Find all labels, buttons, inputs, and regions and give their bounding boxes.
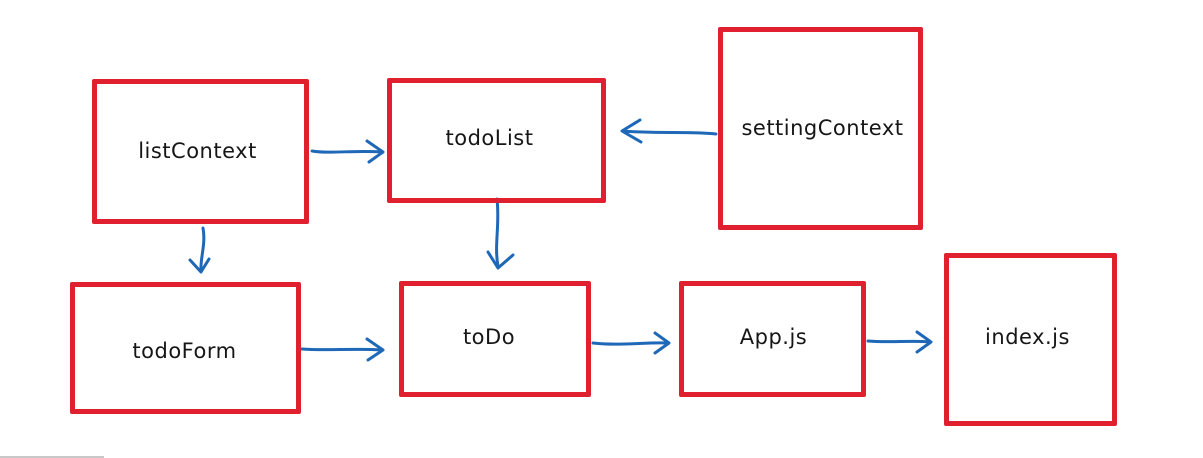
arrow-listcontext-to-todolist	[310, 139, 385, 164]
node-label-listcontext: listContext	[138, 138, 257, 163]
node-listcontext: listContext	[92, 79, 309, 224]
node-settingcontext: settingContext	[718, 27, 923, 230]
arrow-todolist-to-todo	[486, 197, 515, 270]
arrow-appjs-to-indexjs	[866, 330, 933, 354]
node-label-todoform: todoForm	[132, 339, 237, 363]
node-label-todolist: todoList	[445, 125, 534, 150]
corner-divider	[0, 456, 104, 458]
node-indexjs: index.js	[944, 253, 1117, 426]
arrow-listcontext-to-todoform	[188, 226, 211, 274]
node-label-appjs: App.js	[739, 325, 808, 349]
node-appjs: App.js	[679, 281, 866, 397]
node-todo: toDo	[399, 281, 591, 397]
node-label-todo: toDo	[462, 325, 516, 349]
node-label-indexjs: index.js	[985, 324, 1070, 349]
node-todolist: todoList	[387, 78, 606, 203]
arrow-settingcontext-to-todolist	[620, 118, 718, 144]
arrow-todoform-to-todo	[300, 337, 385, 362]
arrow-todo-to-appjs	[591, 331, 671, 355]
node-label-settingcontext: settingContext	[741, 115, 904, 140]
node-todoform: todoForm	[70, 282, 301, 414]
